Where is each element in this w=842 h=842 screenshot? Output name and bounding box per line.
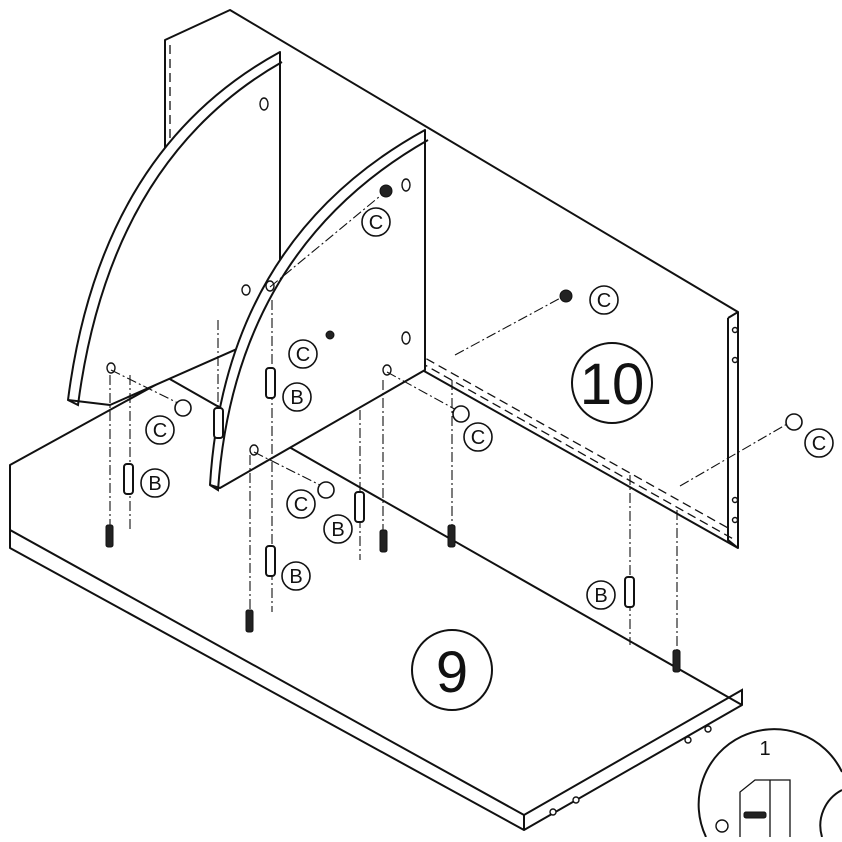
callout-c: C <box>812 433 826 455</box>
part-label-9: 9 <box>411 629 493 711</box>
detail-inset: 1 <box>697 728 842 838</box>
dowel <box>123 463 134 495</box>
cam-lock <box>785 413 803 431</box>
callout-b: B <box>331 519 344 541</box>
screw <box>379 529 388 553</box>
screw <box>447 524 456 548</box>
cam-lock <box>317 481 335 499</box>
cam-lock <box>452 405 470 423</box>
callouts-c: C C C C C C C <box>145 207 834 519</box>
dowel <box>624 576 635 608</box>
bottom-board-9 <box>9 377 743 831</box>
dowel <box>265 367 276 399</box>
part-number-10: 10 <box>580 352 645 417</box>
callout-c: C <box>369 212 383 234</box>
callout-c: C <box>597 290 611 312</box>
cam-lock <box>174 399 192 417</box>
callout-c: C <box>296 344 310 366</box>
callout-c: C <box>153 420 167 442</box>
callout-c: C <box>471 427 485 449</box>
cam-lock <box>379 184 393 198</box>
dowel <box>213 407 224 439</box>
callout-b: B <box>289 566 302 588</box>
detail-screw <box>743 811 767 819</box>
callout-c: C <box>294 494 308 516</box>
dowel <box>354 491 365 523</box>
cam-lock <box>559 289 573 303</box>
callout-b: B <box>594 585 607 607</box>
detail-step-number: 1 <box>759 738 770 760</box>
explode-lines <box>109 191 795 660</box>
callouts-b: B B B B B <box>140 382 616 610</box>
screw <box>672 649 681 673</box>
callout-b: B <box>290 387 303 409</box>
dowel <box>265 545 276 577</box>
screw <box>105 524 114 548</box>
cam-lock <box>325 330 335 340</box>
callout-b: B <box>148 473 161 495</box>
part-label-10: 10 <box>571 342 653 424</box>
screw <box>245 609 254 633</box>
hardware <box>105 184 803 673</box>
left-curved-divider <box>67 51 283 407</box>
part-number-9: 9 <box>436 640 468 705</box>
